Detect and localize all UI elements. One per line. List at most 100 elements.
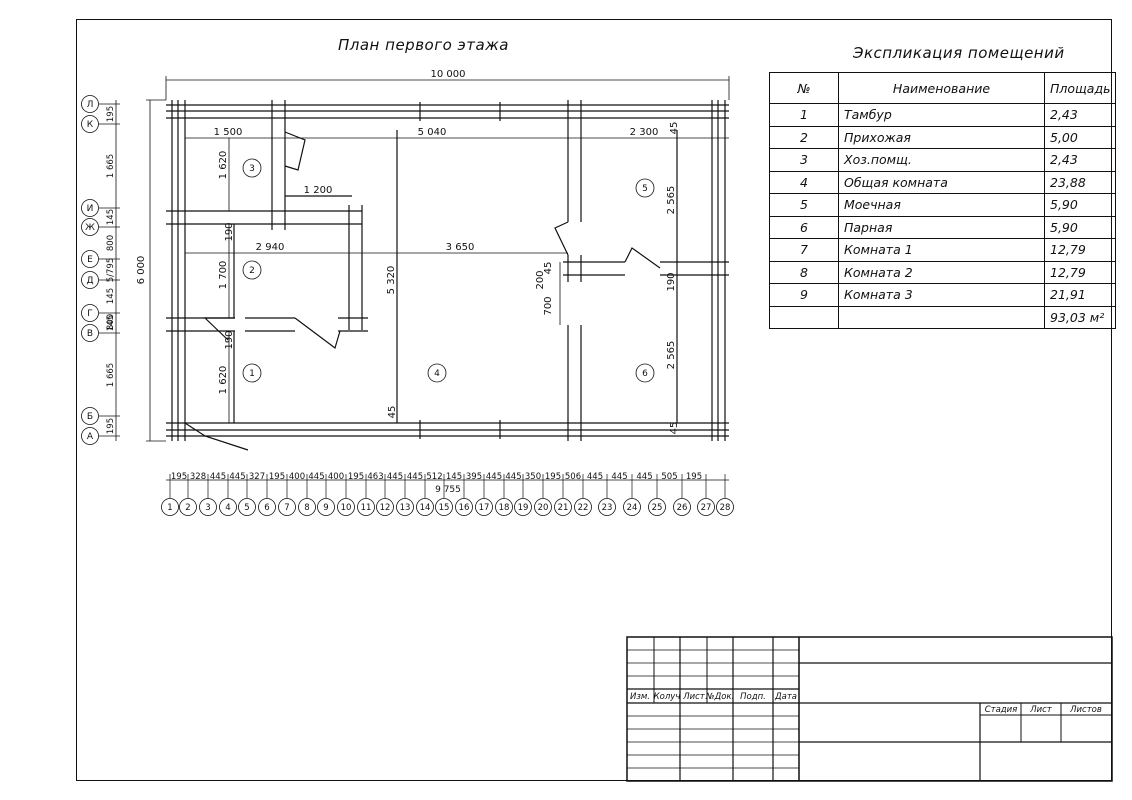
axis-bubble: [514, 498, 532, 516]
row-name: Прихожая: [838, 125, 1045, 149]
axis-dim-label: 445: [229, 472, 245, 482]
room-circle: [242, 363, 262, 383]
stamp-col-koluch: Колуч: [654, 692, 681, 702]
explication-total-row: 93,03 м²: [769, 305, 1117, 329]
axis-number: 24: [627, 503, 638, 513]
axis-bubble: [598, 498, 616, 516]
dim-v-45d: 45: [669, 422, 680, 435]
axis-letter: Ж: [85, 223, 95, 233]
axis-number: 11: [361, 503, 372, 513]
stamp-sheets: Листов: [1069, 705, 1102, 715]
dim-v-45c: 45: [387, 406, 398, 419]
axis-number: 15: [439, 503, 450, 513]
axis-bubble: [81, 95, 99, 113]
axis-dim-label: 350: [525, 472, 541, 482]
axis-bubble: [199, 498, 217, 516]
room-circle: [242, 260, 262, 280]
axis-bubble: [81, 407, 99, 425]
dim-v-room4: 5 320: [386, 266, 397, 295]
axis-number: 26: [677, 503, 688, 513]
plan-title: План первого этажа: [338, 36, 509, 54]
room-number: 3: [249, 164, 255, 174]
axis-bubble: [396, 498, 414, 516]
axis-dim-label: 145: [446, 472, 462, 482]
axis-number: 8: [304, 503, 309, 513]
axis-bubble: [238, 498, 256, 516]
axis-dim-label: 505: [661, 472, 677, 482]
axis-number: 20: [538, 503, 549, 513]
axis-bubble: [416, 498, 434, 516]
stamp-col-podp: Подп.: [740, 692, 766, 702]
axis-dim-label: 400: [289, 472, 305, 482]
room-number: 2: [249, 266, 255, 276]
axis-number: 1: [167, 503, 172, 513]
axis-bubble: [623, 498, 641, 516]
axis-number: 6: [264, 503, 269, 513]
axis-number: 5: [244, 503, 249, 513]
axis-bubble: [179, 498, 197, 516]
axis-dim-label: 800: [106, 235, 116, 251]
dim-v-room1: 1 620: [218, 366, 229, 395]
axis-dim-label: 1 665: [106, 363, 116, 387]
axis-number: 14: [420, 503, 431, 513]
axis-dim-label: 445: [210, 472, 226, 482]
axis-number: 28: [720, 503, 731, 513]
axis-dim-label: 445: [611, 472, 627, 482]
axis-dim-label: 445: [587, 472, 603, 482]
axis-dim-label: 145: [106, 209, 116, 225]
axis-dim-label: 445: [407, 472, 423, 482]
axis-dim-label: 327: [249, 472, 265, 482]
axis-dim-label: 400: [328, 472, 344, 482]
stamp-stage: Стадия: [985, 705, 1018, 715]
axis-dim-label: 195: [686, 472, 702, 482]
axis-dim-label: 5/795: [106, 258, 116, 283]
axis-dim-label: 195: [269, 472, 285, 482]
row-area: 2,43: [1043, 148, 1117, 172]
stamp-col-list: Лист: [682, 692, 706, 702]
row-area: 5,00: [1043, 125, 1117, 149]
row-name: Моечная: [838, 193, 1045, 217]
dim-top-mid: 5 040: [418, 127, 447, 138]
axis-number: 21: [558, 503, 569, 513]
row-name: Комната 2: [838, 260, 1045, 284]
total-area: 93,03 м²: [1043, 305, 1117, 329]
axis-number: 16: [459, 503, 470, 513]
axis-bubble: [697, 498, 715, 516]
axis-dim-label: 463: [367, 472, 383, 482]
drawing-frame: [76, 19, 1112, 781]
dim-v-room3: 1 620: [218, 151, 229, 180]
dim-v-room5: 2 565: [666, 186, 677, 215]
dim-v-190b: 190: [224, 330, 235, 349]
axis-dim-label: 800: [106, 314, 116, 330]
stamp-col-data: Дата: [774, 692, 797, 702]
row-area: 5,90: [1043, 215, 1117, 239]
axis-bubble: [81, 304, 99, 322]
axis-number: 13: [400, 503, 411, 513]
dim-top-left: 1 500: [214, 127, 243, 138]
row-name: Парная: [838, 215, 1045, 239]
axis-bubble: [278, 498, 296, 516]
axis-number: 4: [225, 503, 230, 513]
room-circle: [427, 363, 447, 383]
axis-dim-label: 445: [308, 472, 324, 482]
dim-v-45a: 45: [543, 262, 554, 275]
axis-dim-label: 195: [106, 418, 116, 434]
row-name: Хоз.помщ.: [838, 148, 1045, 172]
dim-v-45b: 45: [669, 122, 680, 135]
axis-dim-label: 195: [106, 106, 116, 122]
axis-dim-label: 328: [190, 472, 206, 482]
axis-bubble: [81, 250, 99, 268]
title-block: [626, 636, 1113, 782]
room-circle: [635, 178, 655, 198]
axis-number: 2: [185, 503, 190, 513]
axis-bubble: [219, 498, 237, 516]
dim-mid-left: 2 940: [256, 242, 285, 253]
axis-bubble: [376, 498, 394, 516]
